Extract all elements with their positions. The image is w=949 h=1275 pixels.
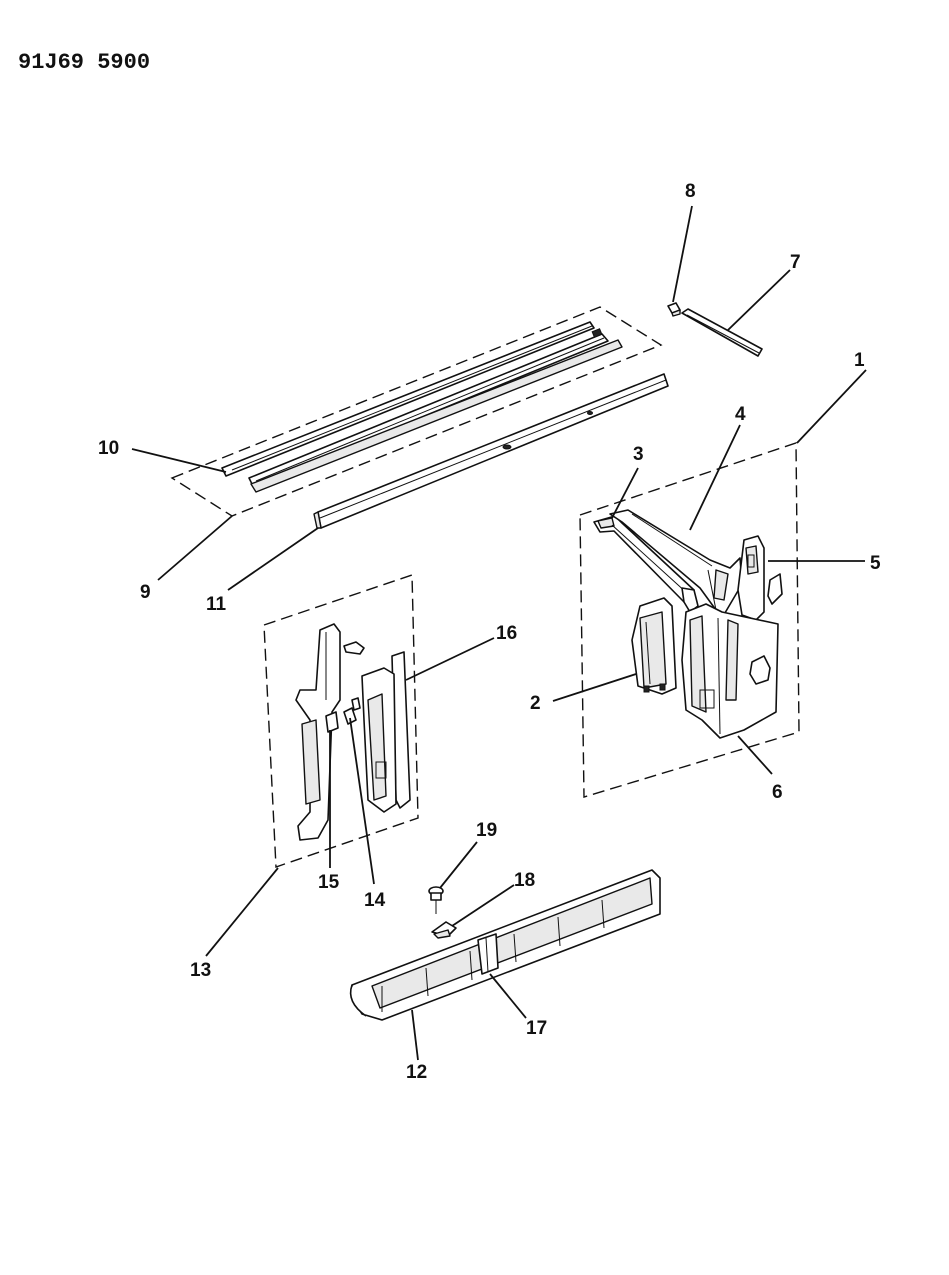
group-box-9: [170, 306, 663, 517]
callout-5: 5: [870, 553, 881, 574]
part-10-roof-rail: [221, 321, 623, 493]
leader-16: [405, 637, 495, 681]
leader-8: [672, 205, 693, 303]
leader-4: [689, 424, 741, 531]
leader-18: [451, 884, 515, 927]
part-18-plate: [431, 921, 457, 939]
part-16-pillar: [343, 641, 411, 813]
leader-7: [727, 269, 791, 331]
callout-6: 6: [772, 782, 783, 803]
callout-15: 15: [318, 872, 340, 893]
leader-19: [439, 841, 478, 889]
callout-10: 10: [98, 438, 119, 459]
leader-1: [796, 369, 867, 444]
leader-10: [131, 448, 227, 473]
part-17-strap: [477, 933, 499, 975]
callout-13: 13: [190, 960, 211, 981]
leader-14: [349, 717, 375, 885]
callout-7: 7: [790, 252, 801, 273]
part-12-sill: [349, 869, 661, 1021]
leader-11: [227, 527, 319, 591]
leader-6: [737, 735, 773, 775]
part-19-screw: [428, 886, 444, 914]
callout-12: 12: [406, 1062, 427, 1083]
callout-1: 1: [854, 350, 865, 371]
callout-4: 4: [735, 404, 746, 425]
callout-3: 3: [633, 444, 644, 465]
leader-2: [552, 673, 637, 702]
part-2-panel: [631, 597, 677, 695]
callout-9: 9: [140, 582, 151, 603]
callout-14: 14: [364, 890, 386, 911]
part-5-panel: [737, 535, 783, 621]
part-4-pillar: [609, 509, 743, 619]
leader-17: [489, 973, 527, 1019]
callout-18: 18: [514, 870, 535, 891]
callout-2: 2: [530, 693, 541, 714]
group-box-13: [263, 574, 419, 868]
part-8-clip: [667, 302, 681, 317]
part-15-inner-panel: [295, 623, 341, 841]
part-11-rail: [313, 373, 669, 529]
callout-11: 11: [206, 594, 227, 615]
leader-12: [411, 1009, 419, 1061]
part-14-clip: [343, 697, 361, 725]
callout-19: 19: [476, 820, 497, 841]
callout-16: 16: [496, 623, 517, 644]
group-box-1: [579, 442, 800, 798]
callout-8: 8: [685, 181, 696, 202]
leader-9: [157, 515, 233, 581]
part-6-panel: [681, 603, 779, 739]
callout-17: 17: [526, 1018, 547, 1039]
part-7-bar: [681, 308, 763, 357]
leader-3: [611, 467, 639, 519]
leader-13: [205, 867, 279, 957]
drawing-code: 91J69 5900: [18, 50, 150, 75]
